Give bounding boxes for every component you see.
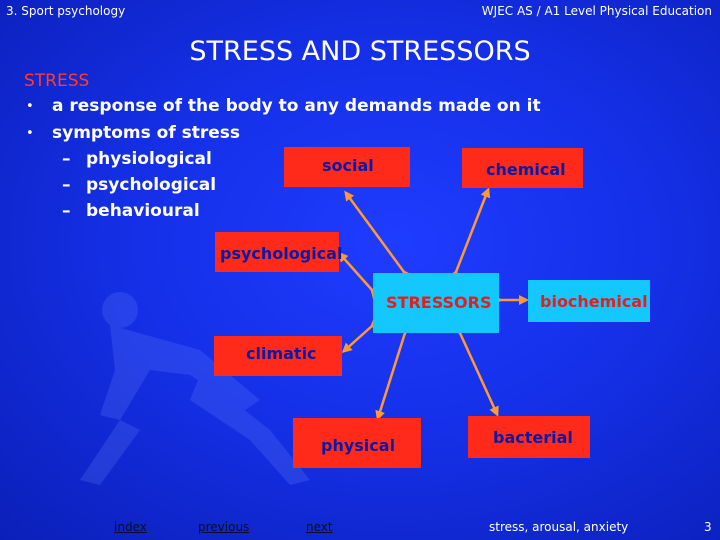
arrow-to-psychological [340, 254, 372, 290]
page-number: 3 [704, 520, 712, 534]
arrow-to-social [346, 193, 404, 272]
node-physical: physical [293, 418, 421, 468]
node-social: social [284, 147, 410, 187]
node-bacterial: bacterial [468, 416, 590, 458]
arrow-to-bacterial [460, 333, 497, 414]
node-chemical: chemical [462, 148, 583, 188]
arrow-to-chemical [456, 190, 488, 272]
next-link[interactable]: next [306, 520, 333, 534]
topic-label: stress, arousal, anxiety [489, 520, 628, 534]
arrow-to-physical [378, 333, 405, 418]
node-stressors: STRESSORS [373, 273, 499, 333]
node-biochemical: biochemical [528, 280, 650, 322]
node-climatic: climatic [214, 336, 342, 376]
arrow-to-climatic [344, 326, 372, 351]
previous-link[interactable]: previous [198, 520, 249, 534]
node-psychological: psychological [215, 232, 339, 272]
index-link[interactable]: index [114, 520, 147, 534]
